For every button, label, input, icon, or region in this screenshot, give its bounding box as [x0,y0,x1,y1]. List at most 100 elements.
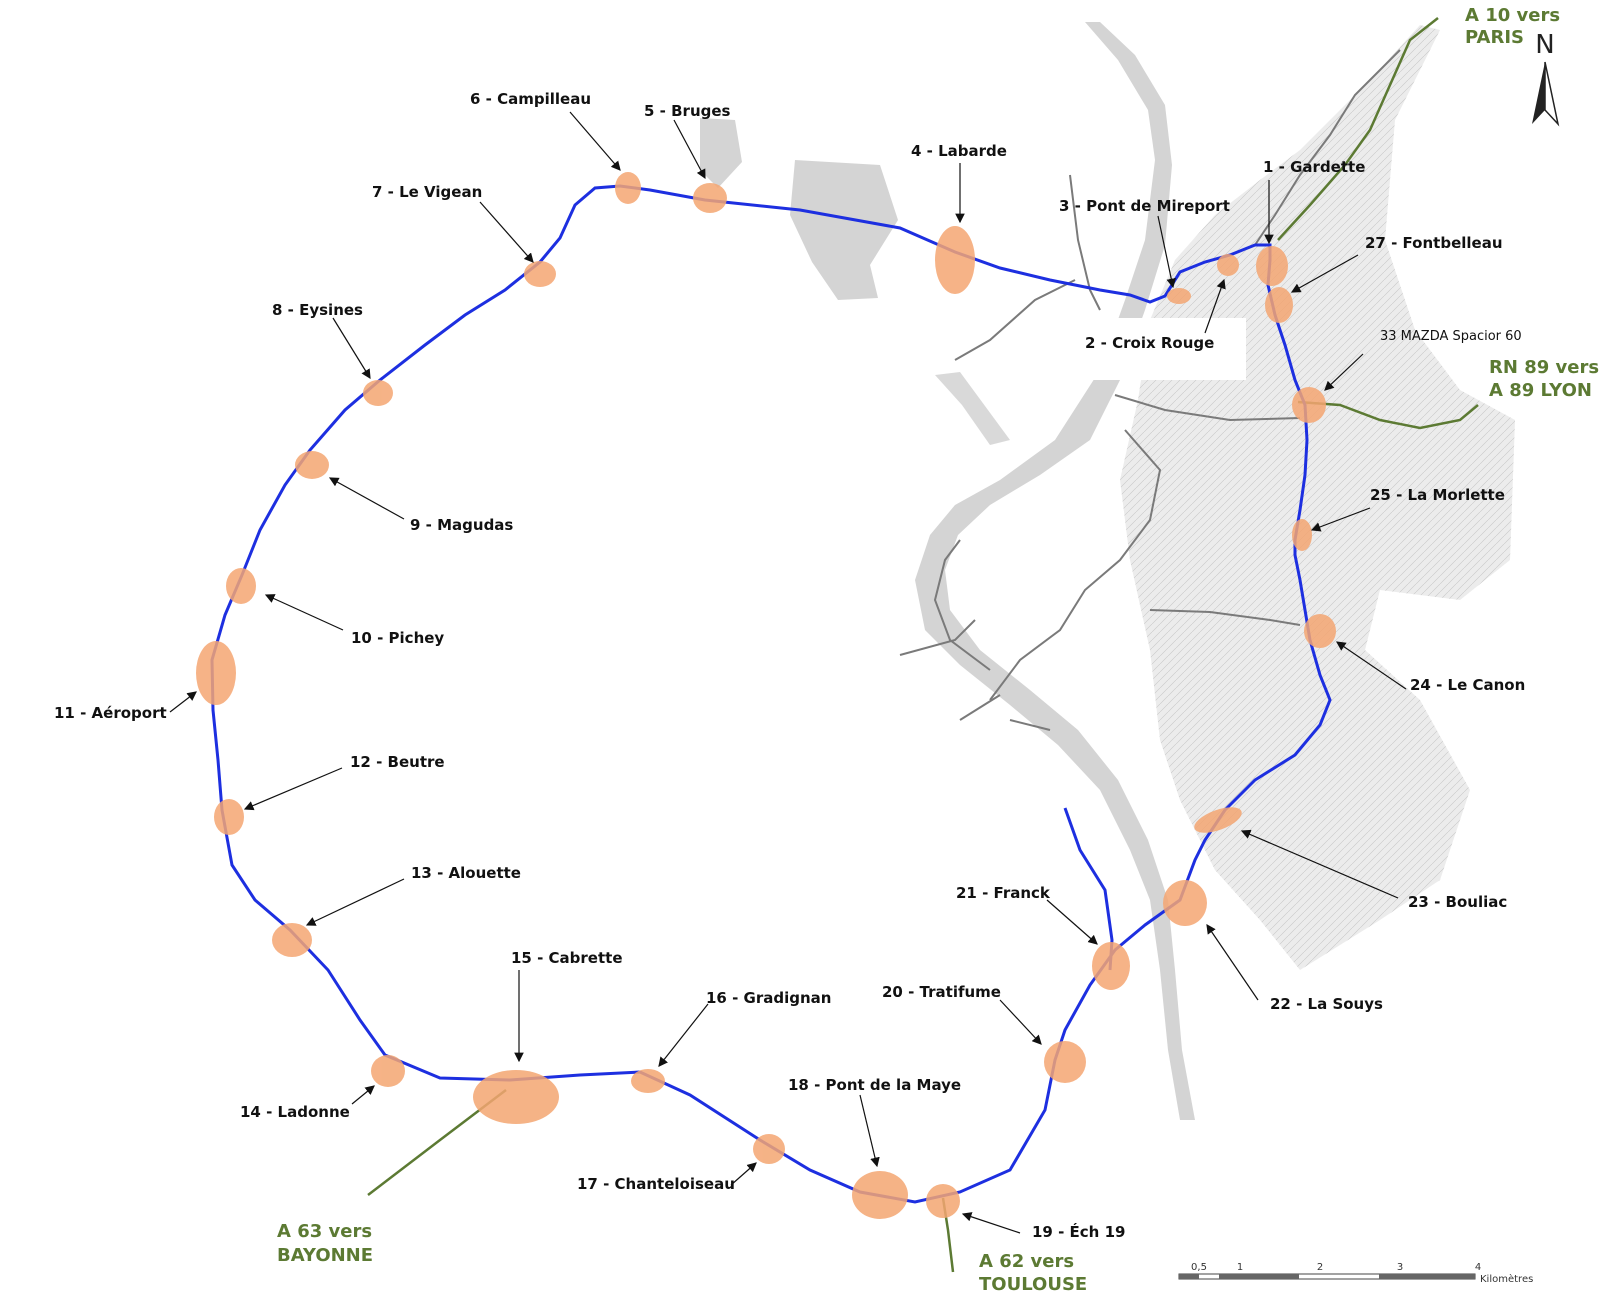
label-15: 15 - Cabrette [511,949,623,967]
scale-tick-1: 1 [1237,1262,1243,1273]
label-10: 10 - Pichey [351,629,444,647]
arrow-3 [1157,215,1176,289]
label-33: 33 MAZDA Spacior 60 [1380,329,1522,344]
label-16: 16 - Gradignan [706,989,831,1007]
interchange-10[interactable] [226,568,256,604]
label-5: 5 - Bruges [644,102,731,120]
river-garonne [915,22,1195,1120]
label-25: 25 - La Morlette [1370,486,1505,504]
interchange-17[interactable] [753,1134,785,1164]
paris-line2: PARIS [1465,27,1524,48]
label-20: 20 - Tratifume [882,983,1001,1001]
arrow-10 [264,594,344,631]
arrow-17 [730,1162,757,1186]
interchange-18[interactable] [852,1171,908,1219]
interchange-7[interactable] [524,261,556,287]
label-4: 4 - Labarde [911,142,1007,160]
interchange-3[interactable] [1167,288,1191,304]
interchange-19[interactable] [926,1184,960,1218]
bayonne-line1: A 63 vers [277,1221,372,1242]
interchange-14[interactable] [371,1055,405,1087]
arrow-24 [1336,641,1407,690]
interchange-8[interactable] [363,380,393,406]
label-27: 27 - Fontbelleau [1365,234,1503,252]
label-8: 8 - Eysines [272,301,363,319]
label-7: 7 - Le Vigean [372,183,482,201]
interchange-22[interactable] [1163,880,1207,926]
leader-arrows [169,111,1407,1234]
scale-unit: Kilomètres [1480,1273,1533,1285]
interchange-23[interactable] [1191,802,1245,838]
label-14: 14 - Ladonne [240,1103,350,1121]
small-basin [700,118,742,188]
docks [935,372,1010,445]
label-11: 11 - Aéroport [54,704,167,722]
interchange-4[interactable] [935,226,975,294]
interchange-6[interactable] [615,172,641,204]
interchange-labels: 1 - Gardette 2 - Croix Rouge 3 - Pont de… [54,90,1525,1241]
direction-labels: A 10 vers PARIS RN 89 vers A 89 LYON A 6… [277,5,1599,1295]
interchange-5[interactable] [693,183,727,213]
arrow-8 [332,317,371,380]
label-12: 12 - Beutre [350,753,445,771]
arrow-12 [243,767,343,811]
arrow-22 [1206,924,1259,1001]
interchange-20[interactable] [1044,1041,1086,1083]
scale-tick-2: 2 [1317,1262,1323,1273]
arrow-13 [305,878,405,926]
scale-tick-4: 4 [1475,1262,1481,1273]
a89-connector [1297,400,1479,430]
arrow-11 [169,691,197,713]
arrow-16 [658,1003,709,1067]
scale-tick-3: 3 [1397,1262,1403,1273]
arrow-2 [1204,278,1226,334]
arrow-19 [961,1212,1021,1234]
arrow-20 [999,999,1042,1045]
label-24: 24 - Le Canon [1410,676,1525,694]
arrow-14 [351,1085,375,1105]
arrow-33 [1324,353,1364,391]
lyon-line1: RN 89 vers [1489,357,1599,378]
interchange-25[interactable] [1292,519,1312,551]
interchange-33[interactable] [1292,387,1326,423]
bayonne-line2: BAYONNE [277,1245,373,1266]
arrow-18 [859,1094,880,1168]
interchange-16[interactable] [631,1069,665,1093]
north-arrow-icon: N [1532,30,1560,127]
label-21: 21 - Franck [956,884,1051,902]
north-letter: N [1535,30,1554,60]
interchange-24[interactable] [1304,614,1336,648]
a10-connector [1277,17,1439,241]
arrow-5 [673,119,706,180]
interchange-15[interactable] [473,1070,559,1124]
label-2: 2 - Croix Rouge [1085,334,1214,352]
label-3: 3 - Pont de Mireport [1059,197,1230,215]
arrow-7 [479,201,534,263]
arrow-21 [1046,899,1098,945]
arrow-27 [1290,254,1359,293]
arrow-6 [569,111,621,171]
lyon-line2: A 89 LYON [1489,380,1592,401]
interchange-12[interactable] [214,799,244,835]
scale-bar: 0,5 1 2 3 4 Kilomètres [1178,1262,1533,1285]
paris-line1: A 10 vers [1465,5,1560,26]
interchange-1[interactable] [1256,246,1288,286]
arrow-25 [1310,507,1371,532]
label-1: 1 - Gardette [1263,158,1365,176]
label-23: 23 - Bouliac [1408,893,1507,911]
arrow-23 [1240,829,1399,899]
interchange-9[interactable] [295,451,329,479]
toulouse-line2: TOULOUSE [979,1274,1087,1295]
interchange-11[interactable] [196,641,236,705]
wet-basin [790,160,898,300]
interchange-2[interactable] [1217,254,1239,276]
interchange-27[interactable] [1265,287,1293,323]
label-19: 19 - Éch 19 [1032,1222,1125,1241]
interchange-13[interactable] [272,923,312,957]
interchange-21[interactable] [1092,942,1130,990]
label-17: 17 - Chanteloiseau [577,1175,735,1193]
label-18: 18 - Pont de la Maye [788,1076,961,1094]
label-backdrop [1086,318,1246,380]
